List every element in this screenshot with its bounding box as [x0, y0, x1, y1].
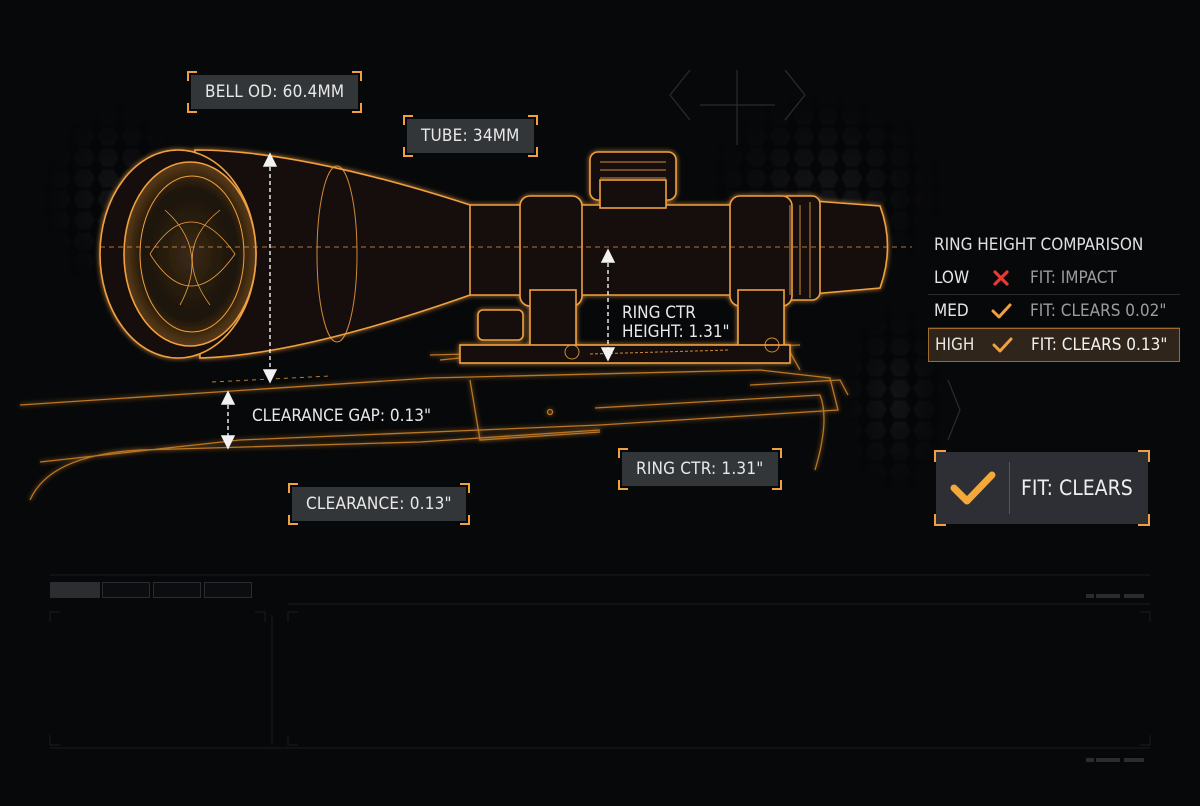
- comparison-title: RING HEIGHT COMPARISON: [934, 235, 1144, 255]
- comparison-row-med[interactable]: MED FIT: CLEARS 0.02": [928, 295, 1180, 328]
- check-icon: [950, 471, 996, 505]
- ring-height-comparison-panel: RING HEIGHT COMPARISON LOW FIT: IMPACT M…: [928, 232, 1180, 362]
- bottom-panel: [49, 574, 1151, 762]
- tube-label: TUBE: 34MM: [403, 115, 538, 157]
- verdict-label: FIT: CLEARS: [1021, 476, 1133, 500]
- level-label: MED: [934, 301, 969, 321]
- bell-od-label: BELL OD: 60.4MM: [187, 71, 363, 113]
- x-icon: [993, 270, 1009, 286]
- panel-tab-4[interactable]: [204, 582, 252, 598]
- level-label: HIGH: [935, 335, 975, 355]
- divider: [1009, 462, 1010, 514]
- ring-ctr-label: RING CTR: 1.31": [618, 448, 782, 490]
- fit-result: FIT: CLEARS 0.13": [1031, 335, 1168, 355]
- panel-tab-2[interactable]: [102, 582, 150, 598]
- panel-tab-1[interactable]: [50, 582, 100, 598]
- check-icon: [991, 303, 1012, 319]
- ring-ctr-height-label: RING CTR HEIGHT: 1.31": [622, 303, 730, 342]
- panel-tab-3[interactable]: [153, 582, 201, 598]
- fit-result: FIT: CLEARS 0.02": [1030, 301, 1167, 321]
- clearance-gap-label: CLEARANCE GAP: 0.13": [252, 406, 431, 426]
- check-icon: [992, 337, 1013, 353]
- fit-verdict-badge[interactable]: FIT: CLEARS: [934, 450, 1150, 526]
- level-label: LOW: [934, 268, 970, 288]
- comparison-row-high[interactable]: HIGH FIT: CLEARS 0.13": [928, 328, 1180, 362]
- comparison-row-low[interactable]: LOW FIT: IMPACT: [928, 262, 1180, 295]
- clearance-label: CLEARANCE: 0.13": [288, 483, 470, 525]
- fit-result: FIT: IMPACT: [1030, 268, 1117, 288]
